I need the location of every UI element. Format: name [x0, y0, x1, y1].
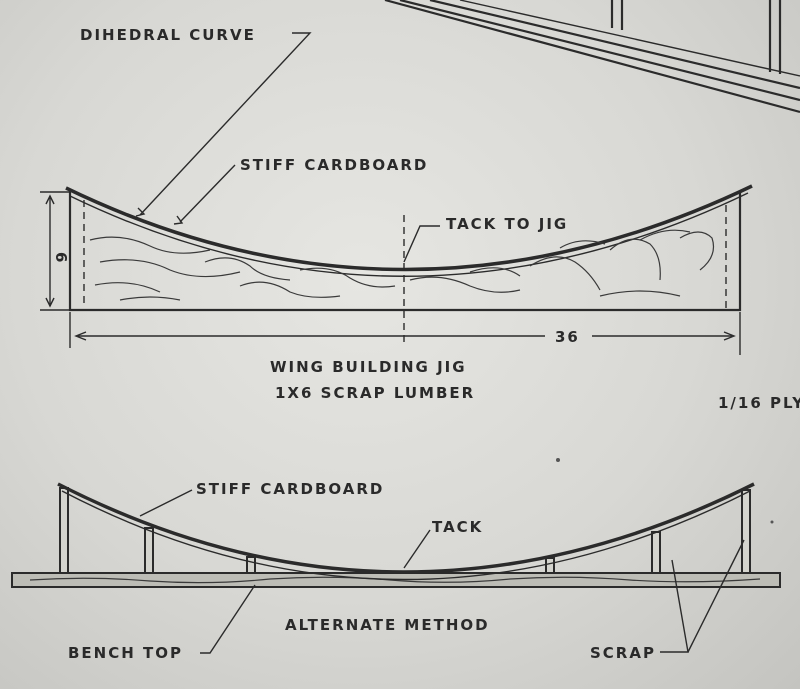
ply-label: 1/16 PLY — [718, 394, 800, 412]
jig-caption-line1: WING BUILDING JIG — [270, 358, 467, 376]
height-dimension — [40, 191, 70, 311]
alternate-method-caption: ALTERNATE METHOD — [285, 616, 490, 634]
length-dim-label: 36 — [555, 328, 580, 346]
height-dim-label: 6 — [52, 252, 70, 264]
scrap-label: SCRAP — [590, 644, 656, 662]
length-dimension — [69, 312, 741, 355]
tack-label: TACK — [432, 518, 483, 536]
wing-building-jig: 6 36 — [40, 32, 753, 355]
tack-to-jig-label: TACK TO JIG — [446, 215, 568, 233]
bench-top-label: BENCH TOP — [68, 644, 183, 662]
wing-spar-fragment — [384, 0, 800, 114]
stiff-cardboard-label-bottom: STIFF CARDBOARD — [196, 480, 384, 498]
cardboard-curve-top — [65, 184, 753, 272]
alternate-method-diagram — [11, 482, 781, 654]
stiff-cardboard-label-top: STIFF CARDBOARD — [240, 156, 428, 174]
jig-board — [68, 192, 742, 312]
wood-grain — [89, 229, 715, 301]
cardboard-curve-bottom — [57, 482, 755, 574]
dihedral-curve-label: DIHEDRAL CURVE — [80, 26, 256, 44]
scrap-posts — [59, 487, 751, 574]
jig-caption-line2: 1X6 SCRAP LUMBER — [275, 384, 475, 402]
